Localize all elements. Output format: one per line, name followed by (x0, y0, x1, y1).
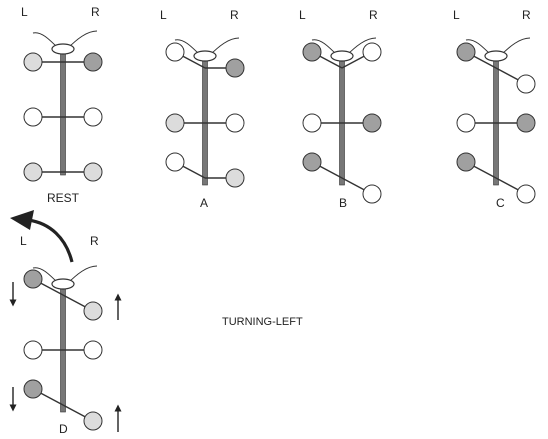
rest-head (51, 43, 75, 55)
b-left-middle-foot (302, 113, 322, 133)
rest-caption: REST (47, 191, 80, 205)
b-right-rear-foot (362, 184, 382, 204)
rest-right-rear-foot (83, 162, 103, 182)
rest-left-rear-foot (23, 162, 43, 182)
rest-body-spine (60, 44, 66, 176)
d-right-label: R (90, 234, 99, 248)
d-caption: D (59, 422, 68, 436)
a-caption: A (200, 196, 209, 210)
d-right-rear-foot (83, 411, 103, 431)
turning-left-label: TURNING-LEFT (222, 316, 303, 328)
c-right-rear-foot (516, 184, 536, 204)
b-left-label: L (299, 8, 306, 22)
c-head (484, 50, 508, 62)
a-left-rear-foot (165, 152, 185, 172)
rest-left-middle-foot (23, 107, 43, 127)
a-right-label: R (230, 8, 239, 22)
c-left-rear-foot (456, 152, 476, 172)
d-head (51, 278, 75, 290)
rest-left-label: L (21, 5, 28, 19)
b-right-middle-foot (362, 113, 382, 133)
turn-left-arrow-icon (27, 218, 74, 263)
d-body-spine (60, 279, 66, 413)
a-left-front-foot (165, 42, 185, 62)
b-right-front-foot (362, 42, 382, 62)
d-left-middle-foot (23, 340, 43, 360)
c-caption: C (496, 196, 505, 210)
b-left-front-foot (302, 42, 322, 62)
b-right-label: R (369, 8, 378, 22)
a-right-middle-foot (225, 113, 245, 133)
a-left-label: L (160, 8, 167, 22)
a-right-rear-foot (225, 168, 245, 188)
c-left-front-foot (456, 42, 476, 62)
d-left-label: L (20, 234, 27, 248)
a-right-front-foot (225, 58, 245, 78)
turn-left-arrow-head-icon (10, 210, 34, 230)
rest-left-front-foot (23, 52, 43, 72)
b-head (330, 50, 354, 62)
b-caption: B (339, 196, 348, 210)
c-body-spine (493, 51, 499, 186)
d-right-front-foot (83, 301, 103, 321)
rest-right-middle-foot (83, 107, 103, 127)
b-body-spine (339, 51, 345, 186)
a-left-middle-foot (165, 113, 185, 133)
b-left-rear-foot (302, 152, 322, 172)
rest-right-label: R (91, 5, 100, 19)
a-head (193, 50, 217, 62)
c-right-label: R (522, 8, 531, 22)
d-right-middle-foot (83, 340, 103, 360)
c-left-label: L (453, 8, 460, 22)
d-left-rear-foot (23, 379, 43, 399)
c-right-front-foot (516, 74, 536, 94)
c-left-middle-foot (456, 113, 476, 133)
d-left-front-foot (23, 269, 43, 289)
rest-right-front-foot (83, 52, 103, 72)
c-right-middle-foot (516, 113, 536, 133)
a-body-spine (202, 51, 208, 186)
